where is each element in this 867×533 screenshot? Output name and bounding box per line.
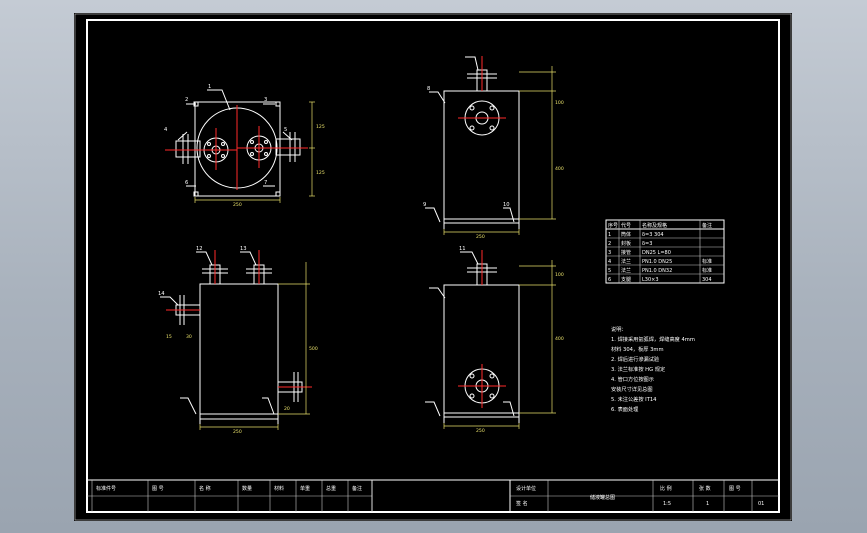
callout-12: 12	[196, 246, 203, 252]
title-block-cell: 总重	[326, 485, 336, 492]
dim-bl-side-a: 15	[166, 334, 172, 340]
parts-cell: 6	[608, 277, 611, 283]
dim-tr-height-a: 100	[555, 100, 564, 106]
tb-scale-label: 比 例	[660, 485, 672, 492]
callout-4: 4	[164, 127, 168, 133]
dim-plan-side-b: 125	[316, 170, 325, 176]
dim-bl-width: 250	[233, 429, 242, 435]
parts-header-cell: 序号	[608, 222, 618, 229]
parts-cell: 5	[608, 268, 611, 274]
callout-9: 9	[423, 202, 426, 208]
parts-cell: 筒体	[621, 231, 631, 238]
dim-plan-width: 250	[233, 202, 242, 208]
tb-role-label: 签 名	[516, 500, 528, 507]
elevation-side: 12 13 14 250 500 15 30 20	[158, 246, 318, 435]
outer-border	[74, 13, 792, 521]
parts-cell: 标准	[702, 267, 712, 274]
title-block-cell: 数量	[242, 485, 252, 492]
parts-cell: 接管	[621, 249, 631, 256]
callout-3: 3	[264, 97, 267, 103]
drawing-sheet	[74, 13, 792, 521]
tb-code-value: 01	[758, 501, 764, 507]
notes-line: 2. 焊后进行渗漏试验	[611, 355, 660, 363]
notes-line: 6. 表面处理	[611, 405, 639, 413]
technical-notes: 说明： 1. 焊接采用氩弧焊，焊缝高度 4mm 材料 304，板厚 3mm 2. …	[611, 325, 695, 413]
dim-bl-height: 500	[309, 346, 318, 352]
parts-cell: 法兰	[621, 267, 631, 274]
parts-cell: 标准	[702, 258, 712, 265]
tb-sheet-label: 张 数	[699, 485, 711, 492]
callout-5: 5	[284, 127, 287, 133]
callout-8: 8	[427, 86, 430, 92]
parts-cell: 4	[608, 259, 611, 265]
dim-plan-side-a: 125	[316, 124, 325, 130]
dim-tr-height-b: 400	[555, 166, 564, 172]
parts-cell: 1	[608, 232, 611, 238]
parts-header-cell: 备注	[702, 222, 712, 229]
dim-tr-width: 250	[476, 234, 485, 240]
parts-cell: 支腿	[621, 276, 631, 283]
title-block-cell: 标准件号	[96, 485, 116, 492]
notes-line: 4. 管口方位按图示	[611, 375, 654, 383]
parts-cell: PN1.0 DN32	[642, 268, 672, 274]
title-block-cell: 材料	[274, 485, 284, 492]
tb-drawing-name: 储液罐总图	[590, 494, 615, 501]
notes-line: 1. 焊接采用氩弧焊，焊缝高度 4mm	[611, 335, 695, 343]
parts-header-cell: 代号	[621, 222, 631, 229]
notes-line: 材料 304，板厚 3mm	[611, 345, 664, 353]
parts-cell: 法兰	[621, 258, 631, 265]
title-block: 标准件号图 号名 称数量材料单重总重备注 设计单位 签 名 储液罐总图 比 例 …	[86, 479, 780, 513]
notes-line: 安装尺寸详见总图	[611, 385, 653, 393]
tb-sheet-value: 1	[706, 501, 709, 507]
callout-7: 7	[264, 180, 267, 186]
tb-scale-value: 1:5	[663, 501, 671, 507]
callout-1: 1	[208, 84, 211, 90]
callout-6: 6	[185, 180, 188, 186]
dim-bl-side-b: 30	[186, 334, 192, 340]
title-block-cell: 图 号	[152, 486, 164, 492]
callout-13: 13	[240, 246, 247, 252]
parts-header-cell: 名称及规格	[642, 222, 667, 229]
callout-2: 2	[185, 97, 188, 103]
parts-cell: δ=3 304	[642, 232, 664, 238]
parts-table: 序号代号 名称及规格 备注 1 筒体 δ=3 304 2 封板 δ=3 3 接管 DN25 L=80 4…	[605, 219, 725, 284]
callout-10: 10	[503, 202, 510, 208]
parts-cell: 304	[702, 277, 712, 283]
parts-cell: DN25 L=80	[642, 250, 671, 256]
notes-title: 说明：	[611, 325, 627, 333]
notes-line: 3. 法兰标准按 HG 规定	[611, 365, 665, 373]
dim-bl-side-c: 20	[284, 406, 290, 412]
plan-view: 1 2 3 4 5 6 7 250 125 125	[164, 84, 325, 208]
elevation-front: 8 9 10 250 100 400	[423, 56, 564, 240]
parts-cell: 封板	[621, 240, 631, 247]
title-block-cell: 单重	[300, 485, 310, 492]
title-block-cell: 名 称	[199, 485, 211, 492]
parts-cell: 2	[608, 241, 611, 247]
parts-cell: L30×3	[642, 277, 659, 283]
title-block-cell: 备注	[352, 485, 362, 492]
dim-br-height-top: 100	[555, 272, 564, 278]
parts-cell: δ=3	[642, 241, 652, 247]
parts-cell: 3	[608, 250, 611, 256]
elevation-rear: 11 250 400 100	[425, 246, 564, 434]
parts-cell: PN1.0 DN25	[642, 259, 672, 265]
tb-project-label: 设计单位	[516, 485, 536, 492]
tb-code-label: 图 号	[729, 486, 741, 492]
callout-11: 11	[459, 246, 466, 252]
dim-br-width: 250	[476, 428, 485, 434]
notes-line: 5. 未注公差按 IT14	[611, 395, 657, 403]
dim-br-height: 400	[555, 336, 564, 342]
callout-14: 14	[158, 291, 165, 297]
